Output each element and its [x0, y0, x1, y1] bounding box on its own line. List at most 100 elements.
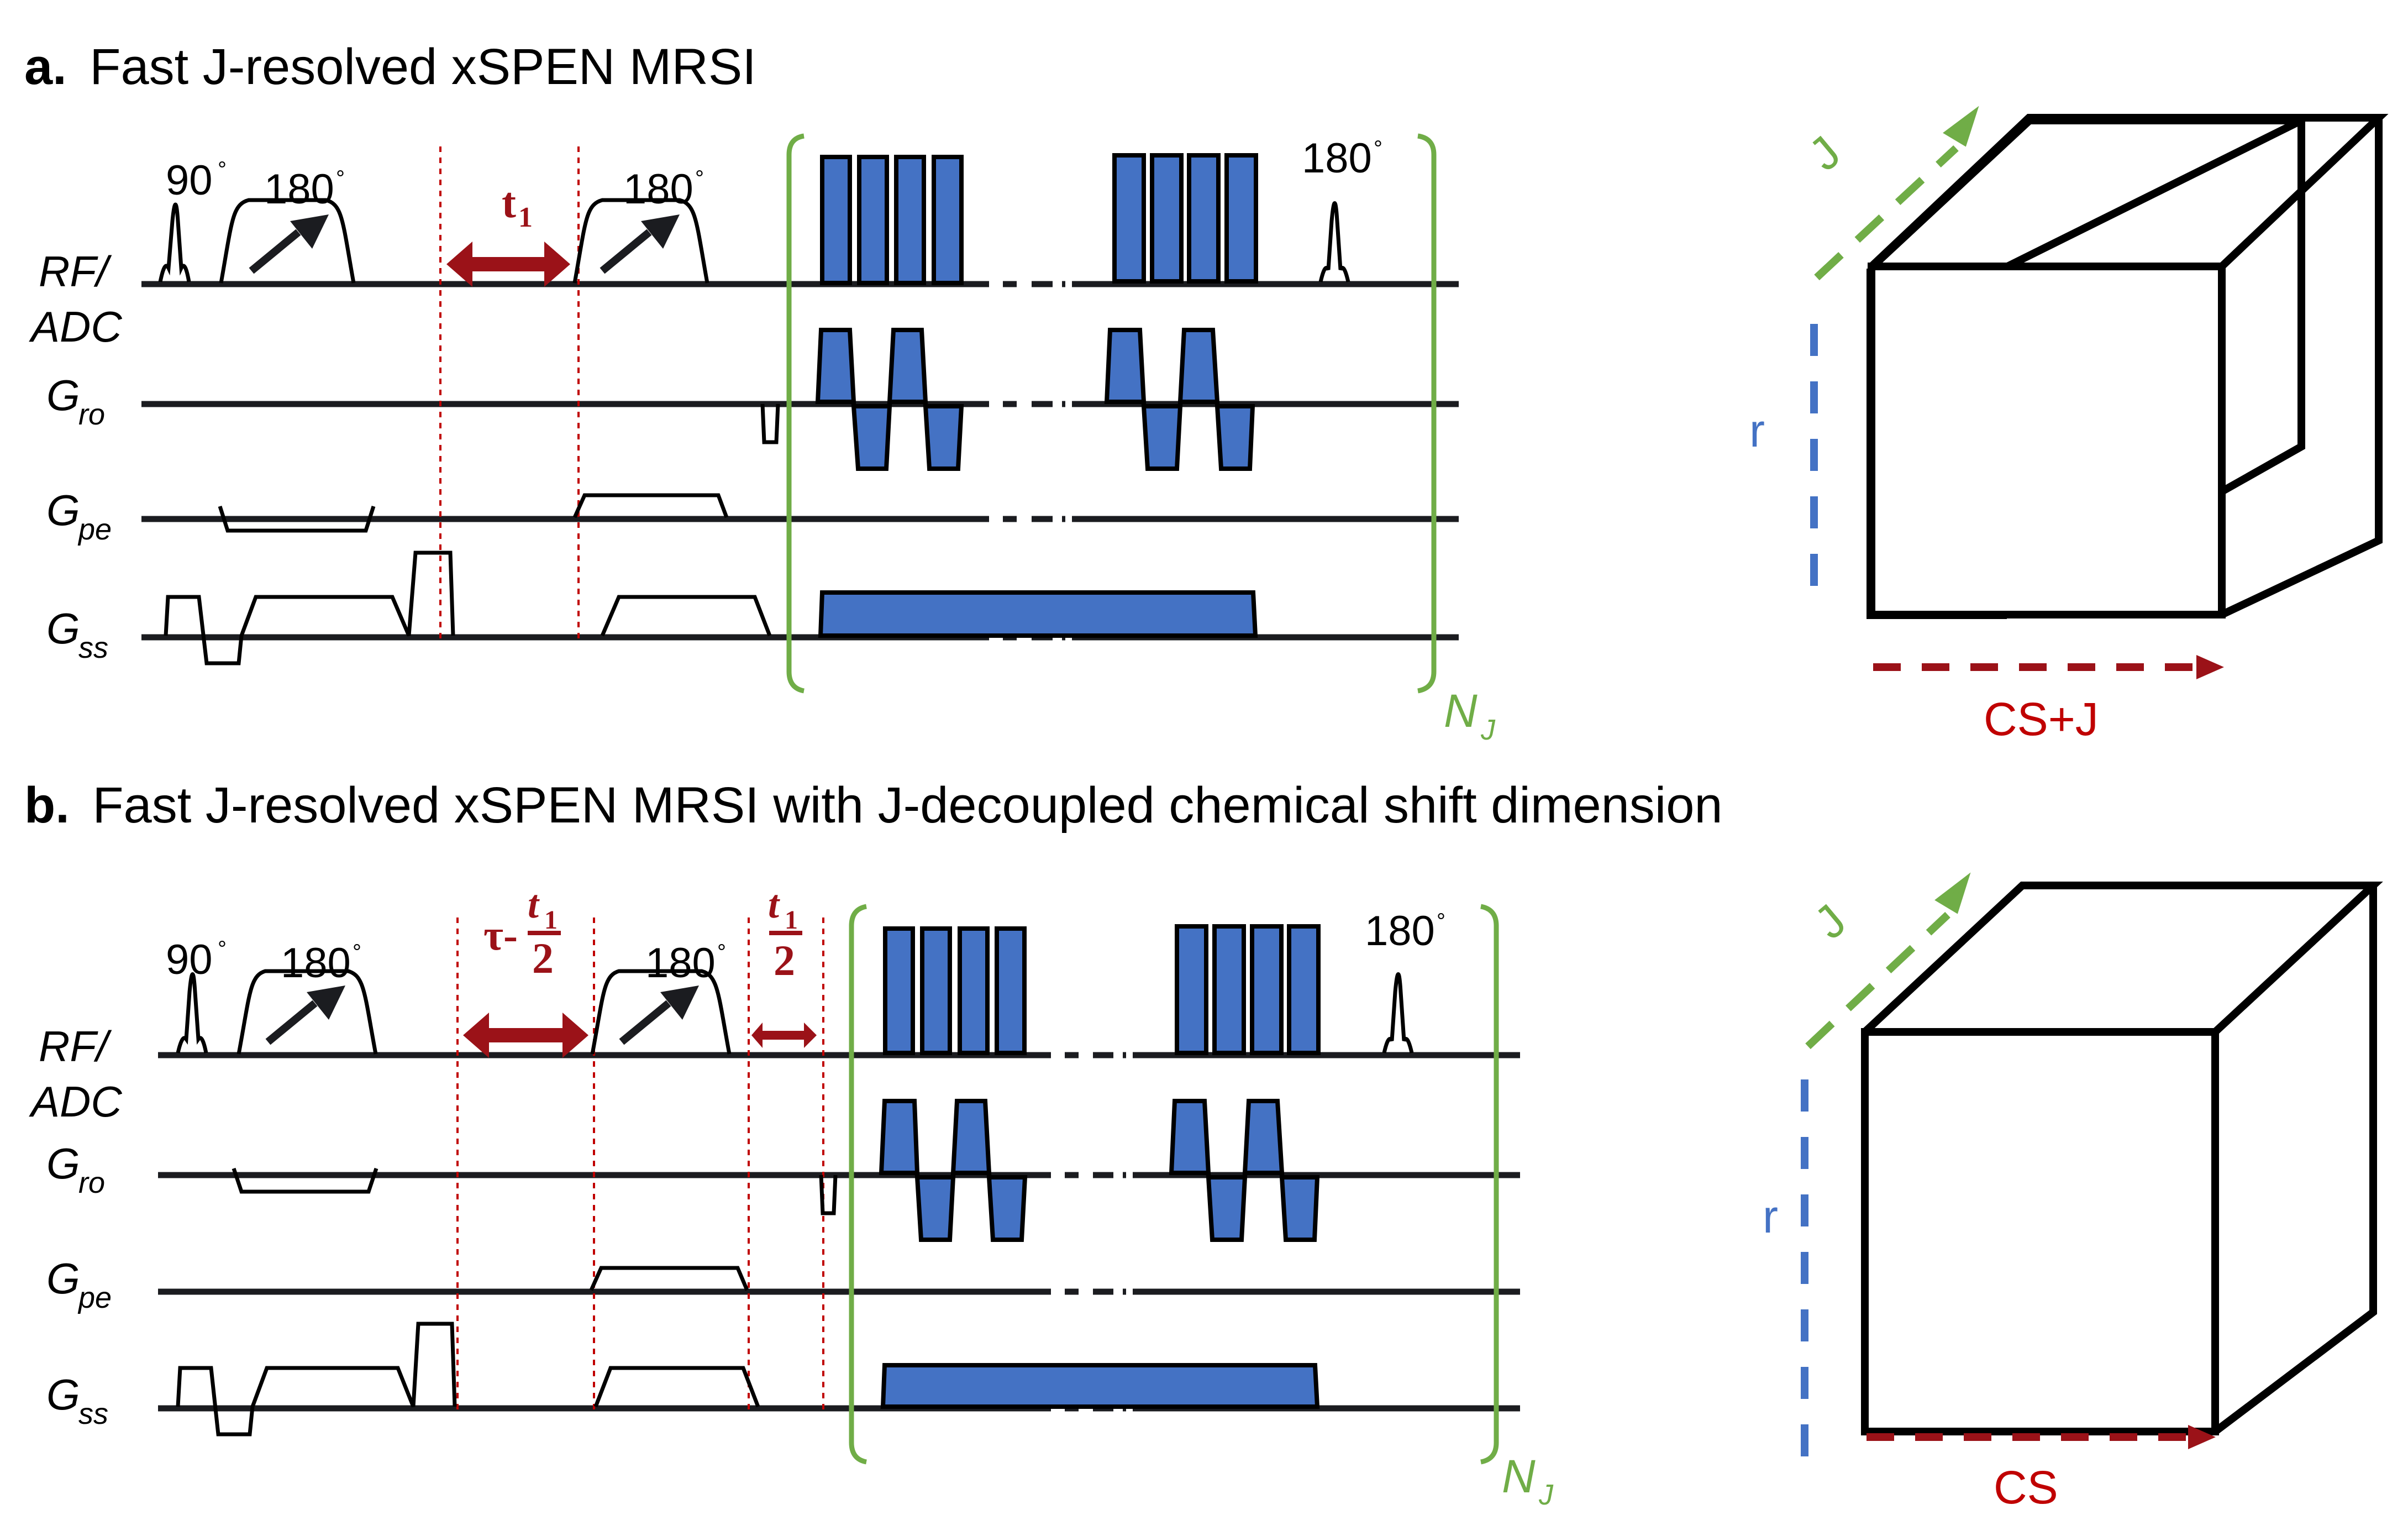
svg-text:J: J	[1538, 1479, 1554, 1511]
rf-180-label-loop: 180	[1302, 135, 1372, 182]
gro-prephaser	[819, 1175, 838, 1215]
loop-bracket-right	[1417, 133, 1437, 694]
rf-180-label-2: 180	[623, 166, 693, 213]
tau-minus-half-t1-label: τ- t 1 2	[483, 882, 561, 982]
svg-text:G: G	[46, 371, 80, 420]
svg-text:°: °	[353, 940, 361, 964]
svg-text:pe: pe	[77, 1281, 112, 1314]
gss-readout	[818, 590, 1258, 638]
rf-90-pulse	[176, 972, 208, 1053]
panel-b-title-text: Fast J-resolved xSPEN MRSI with J-decoup…	[92, 777, 1722, 833]
axis-j-label-b: J	[1805, 894, 1856, 949]
svg-text:pe: pe	[77, 513, 112, 546]
axis-cs-label-b: CS	[1994, 1461, 2058, 1513]
gss-readout	[880, 1363, 1320, 1409]
rf-180-label-2: 180	[645, 940, 716, 987]
loop-bracket-left	[849, 904, 867, 1465]
svg-text:°: °	[218, 158, 227, 182]
axis-r-label-a: r	[1749, 405, 1765, 457]
panel-b-letter: b.	[24, 777, 70, 833]
adc-blocks-1	[883, 926, 1027, 1055]
svg-text:°: °	[218, 937, 227, 961]
svg-text:ro: ro	[78, 1166, 105, 1199]
axis-j-arrowhead-a	[1943, 106, 1979, 147]
adc-blocks-1	[820, 155, 964, 285]
axis-j-line-a	[1814, 145, 1959, 281]
svg-text:2: 2	[774, 936, 795, 984]
axis-cs-arrowhead-a	[2196, 655, 2224, 679]
svg-text:G: G	[46, 1370, 80, 1419]
gro-readout-train-1	[815, 328, 964, 471]
svg-text:N: N	[1444, 685, 1478, 737]
half-t1-arrow	[751, 1023, 817, 1048]
gpe-encode-2	[572, 493, 729, 518]
row-label-gro: G ro	[46, 371, 105, 431]
loop-count-label: N J	[1502, 1450, 1554, 1511]
panel-a-title-text: Fast J-resolved xSPEN MRSI	[90, 39, 756, 95]
svg-text:°: °	[1374, 137, 1382, 161]
adc-blocks-2	[1112, 153, 1258, 284]
gss-refocus-2	[593, 1366, 760, 1408]
rf-180-pulse-1	[219, 198, 356, 284]
panel-a: a. Fast J-resolved xSPEN MRSI RF/ ADC G …	[24, 39, 2389, 746]
rf-180-pulse-2	[590, 969, 732, 1055]
row-label-gpe: G pe	[46, 486, 112, 546]
svg-text:ss: ss	[78, 631, 108, 664]
panel-a-title: a. Fast J-resolved xSPEN MRSI	[24, 39, 756, 95]
panel-b: b. Fast J-resolved xSPEN MRSI with J-dec…	[24, 777, 2383, 1513]
rf-180-label-1: 180	[264, 166, 334, 213]
axis-j-line-b	[1805, 911, 1950, 1050]
axis-r-label-b: r	[1763, 1191, 1778, 1243]
data-cube-b	[1861, 882, 2383, 1435]
svg-text:N: N	[1502, 1450, 1536, 1502]
panel-a-letter: a.	[24, 39, 67, 95]
svg-text:1: 1	[785, 905, 798, 935]
svg-text:°: °	[717, 940, 726, 964]
svg-text:°: °	[336, 166, 345, 191]
rf-180-pulse-loop	[1382, 972, 1414, 1053]
svg-text:G: G	[46, 604, 80, 653]
axis-cs-arrowhead-b	[2188, 1425, 2216, 1449]
row-label-adc: ADC	[29, 1077, 122, 1126]
row-label-gss: G ss	[46, 1370, 108, 1430]
rf-180-pulse-loop	[1318, 201, 1350, 282]
gro-readout-train-1	[879, 1099, 1028, 1242]
gss-refocus-2	[600, 595, 772, 637]
rf-90-label: 90	[166, 936, 213, 983]
cube-a-edges	[1868, 114, 2389, 618]
axis-cs-label-a: CS+J	[1984, 693, 2099, 745]
sweep-arrow-icon	[600, 229, 652, 274]
svg-text:G: G	[46, 1254, 80, 1303]
svg-text:G: G	[46, 486, 80, 534]
svg-text:t: t	[502, 179, 516, 227]
tau-minus-half-t1-arrow	[463, 1013, 588, 1058]
row-label-gpe: G pe	[46, 1254, 112, 1314]
gro-readout-train-2	[1104, 328, 1255, 471]
gss-slice-select	[164, 551, 455, 665]
axis-j-arrowhead-b	[1934, 872, 1971, 914]
svg-text:°: °	[695, 166, 704, 191]
rf-90-label: 90	[166, 157, 213, 204]
t1-label: t 1	[502, 179, 533, 233]
gpe-encode-1	[218, 505, 376, 533]
gss-slice-select	[176, 1322, 457, 1437]
svg-text:J: J	[1480, 714, 1496, 746]
svg-text:t: t	[768, 882, 780, 926]
gpe-encode-2	[589, 1266, 749, 1291]
rf-180-label-loop: 180	[1365, 908, 1435, 955]
svg-text:t: t	[528, 882, 540, 926]
svg-text:1: 1	[544, 905, 558, 935]
rf-180-pulse-2	[572, 198, 709, 284]
t1-interval-arrow	[446, 242, 570, 287]
gro-readout-train-2	[1169, 1099, 1320, 1242]
axis-j-label-a: J	[1799, 126, 1850, 181]
loop-count-label: N J	[1444, 685, 1496, 746]
row-label-rf: RF/	[39, 1022, 112, 1071]
row-label-adc: ADC	[29, 302, 122, 351]
rf-90-pulse	[158, 202, 191, 282]
loop-bracket-right	[1480, 904, 1499, 1465]
svg-text:τ-: τ-	[483, 911, 518, 959]
loop-bracket-left	[786, 133, 805, 694]
rf-180-pulse-1	[236, 969, 378, 1055]
